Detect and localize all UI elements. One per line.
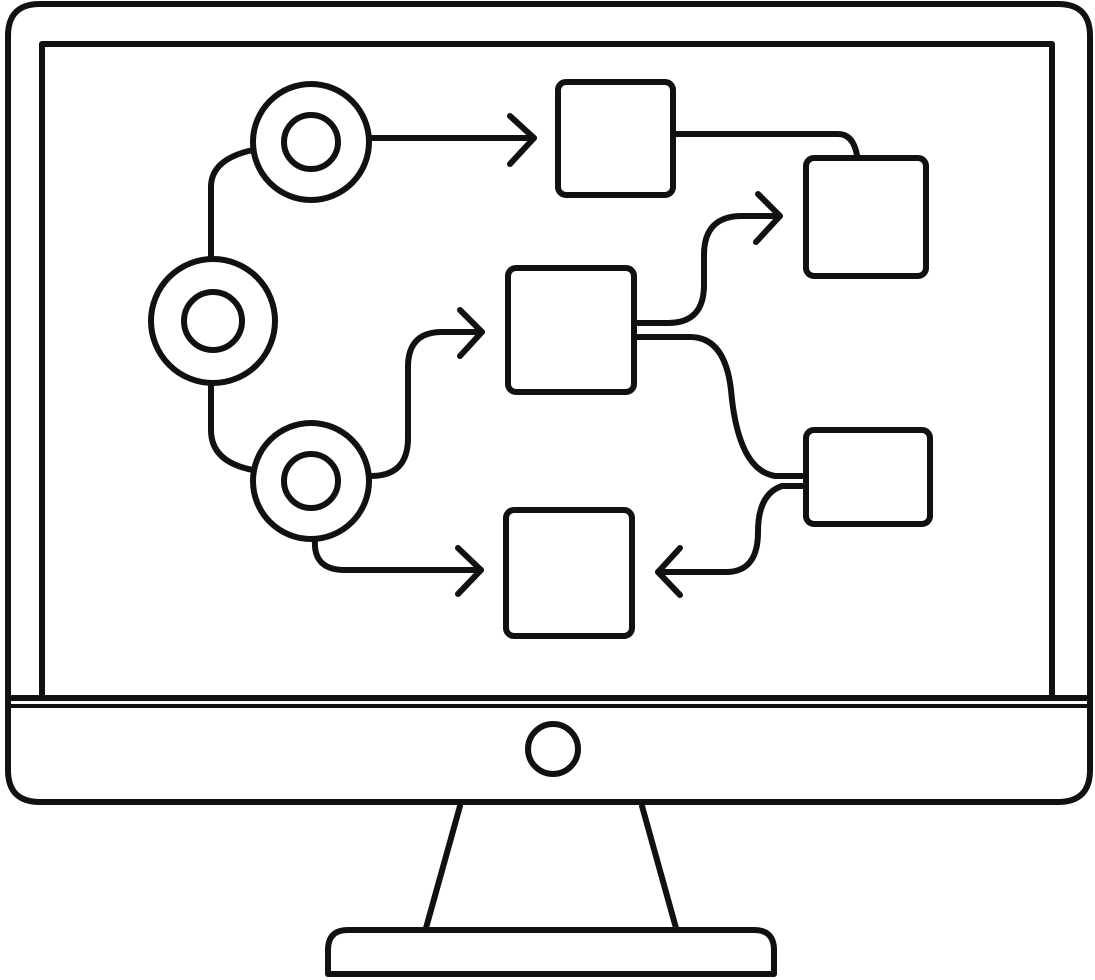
monitor-stand (325, 803, 777, 977)
stand-base (325, 927, 777, 977)
connector-middle-to-bottom (208, 380, 256, 473)
screen-outline (39, 41, 1055, 701)
flowchart (148, 79, 933, 639)
monitor-frame (5, 1, 1093, 805)
connector-center-box-to-top-right-box (633, 213, 783, 326)
arrowhead-icon (455, 545, 484, 597)
arrowhead-icon (753, 191, 783, 245)
arrowhead-icon (507, 113, 537, 167)
connector-top-box-to-top-right-box (670, 131, 860, 158)
circle-node-top (250, 81, 372, 203)
connector-right-box-to-bottom-box (655, 483, 807, 575)
box-node-top-right (803, 155, 929, 279)
box-node-center (505, 265, 637, 395)
arrowhead-icon (655, 545, 683, 598)
circle-node-middle (148, 256, 278, 386)
monitor-outer-bezel (5, 1, 1093, 805)
connector-bottom-circle-to-center-box (368, 329, 485, 479)
box-node-top (555, 79, 676, 198)
box-node-bottom (503, 507, 635, 639)
power-button-icon (525, 721, 581, 777)
connector-center-box-to-right-box (633, 334, 807, 479)
box-node-right (803, 427, 933, 527)
circle-node-bottom (250, 420, 372, 542)
stand-neck (423, 803, 679, 931)
connector-middle-to-top (208, 147, 256, 262)
connector-bottom-circle-to-bottom-box (311, 537, 484, 573)
arrowhead-icon (457, 307, 485, 359)
